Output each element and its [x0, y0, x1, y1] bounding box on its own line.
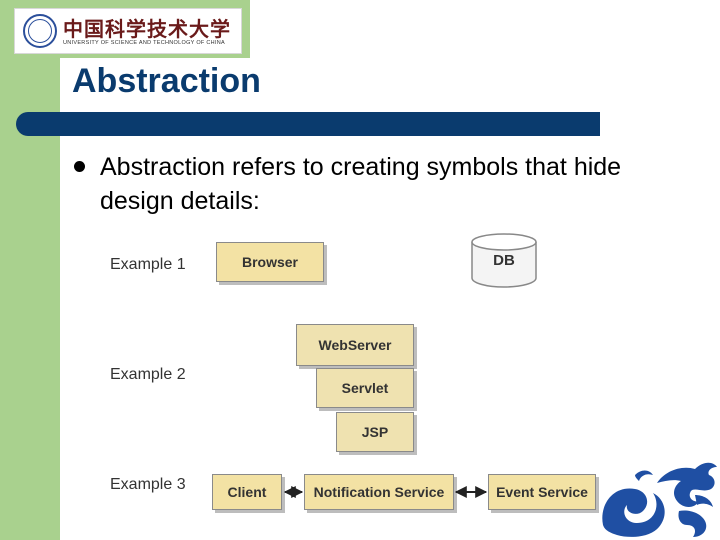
webserver-box: WebServer [296, 324, 414, 366]
title-underline-bar [16, 112, 600, 136]
servlet-box: Servlet [316, 368, 414, 408]
bullet-text: Abstraction refers to creating symbols t… [100, 153, 622, 215]
dragon-logo-icon [602, 462, 717, 537]
service-arrows [283, 486, 488, 498]
database-cylinder-icon [471, 233, 537, 288]
browser-box: Browser [216, 242, 324, 282]
example-2-label: Example 2 [110, 366, 186, 383]
db-label: DB [493, 252, 515, 269]
example-1-label: Example 1 [110, 256, 186, 273]
notification-service-box: Notification Service [304, 474, 454, 510]
example-3-label: Example 3 [110, 476, 186, 493]
logo-chinese-name: 中国科学技术大学 [63, 17, 231, 41]
slide-title: Abstraction [72, 62, 261, 100]
university-logo: 中国科学技术大学 UNIVERSITY OF SCIENCE AND TECHN… [14, 8, 242, 54]
university-seal-icon [23, 14, 57, 48]
bullet-dot [74, 161, 85, 172]
client-box: Client [212, 474, 282, 510]
jsp-box: JSP [336, 412, 414, 452]
sidebar-band [0, 0, 60, 540]
logo-english-name: UNIVERSITY OF SCIENCE AND TECHNOLOGY OF … [63, 40, 226, 46]
event-service-box: Event Service [488, 474, 596, 510]
